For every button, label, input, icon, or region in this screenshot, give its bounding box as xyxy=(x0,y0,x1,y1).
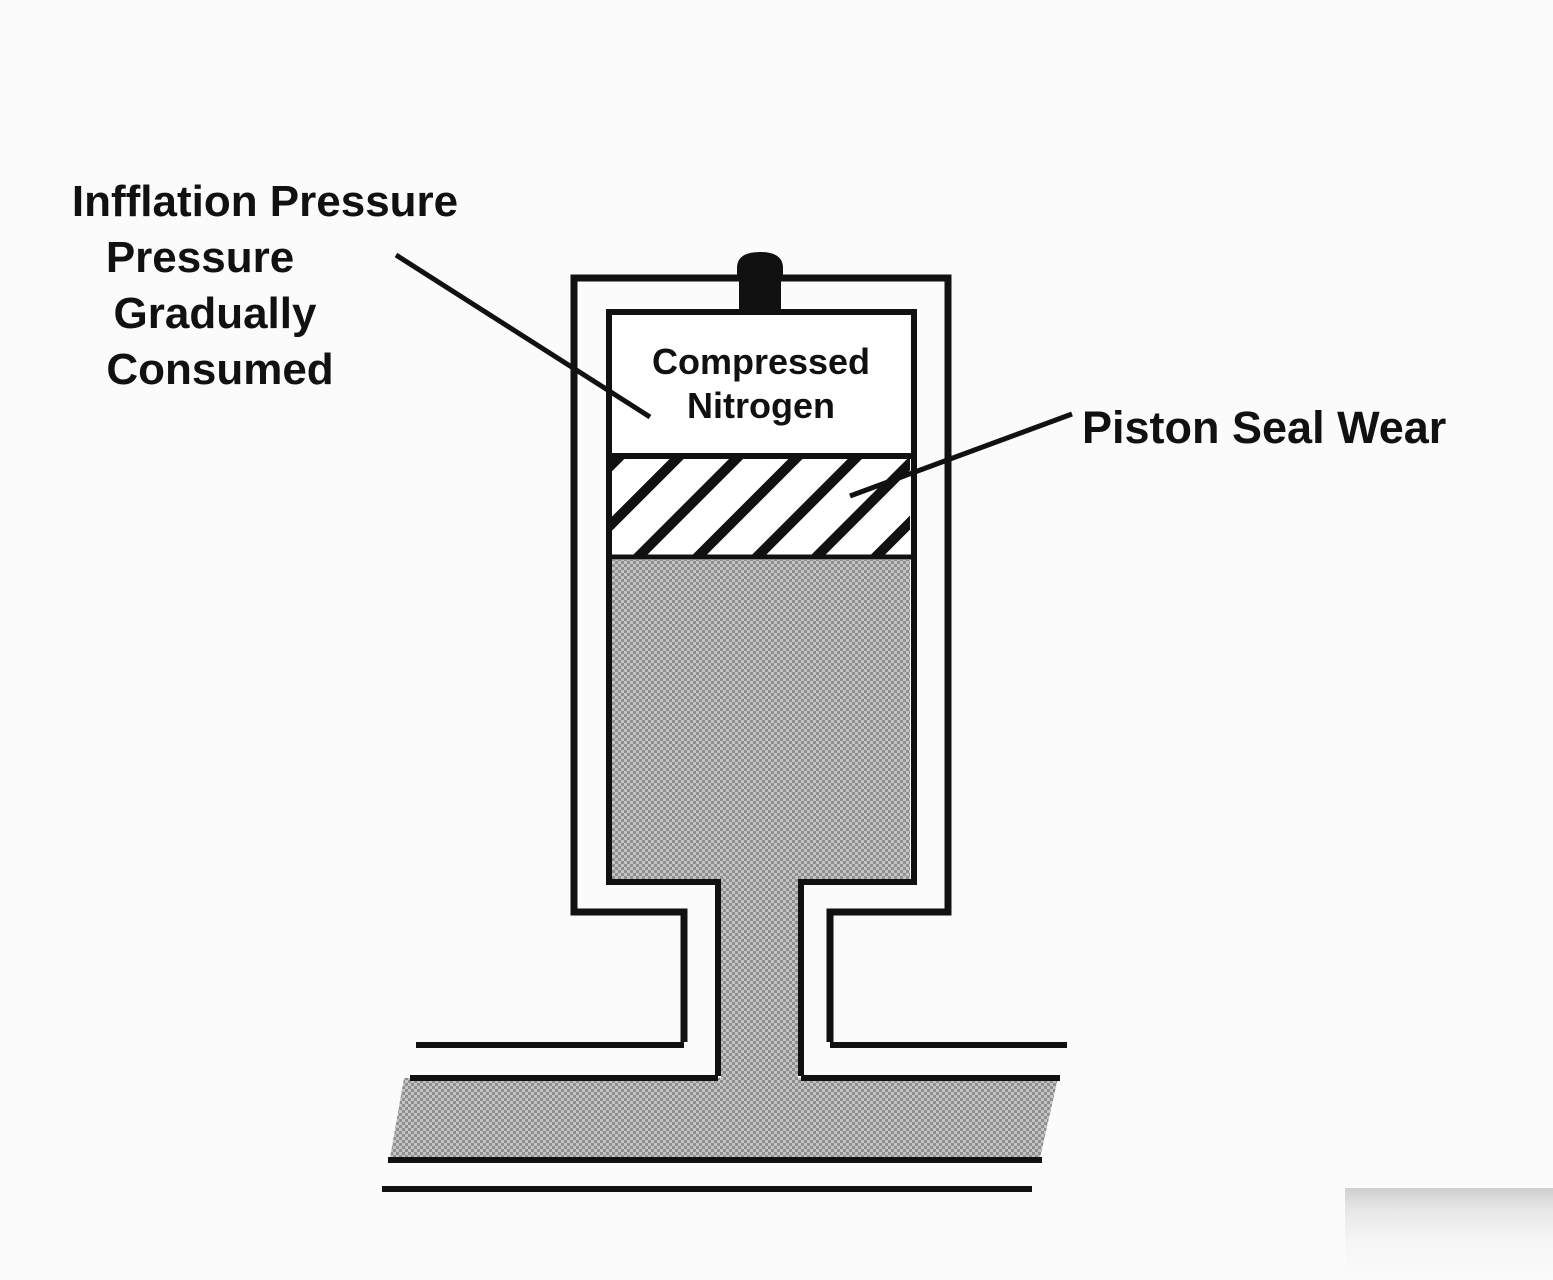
inflation-label-line-1: Infflation Pressure xyxy=(71,177,459,226)
piston-seal-wear-label: Piston Seal Wear xyxy=(1082,402,1447,453)
chamber-label-line-1: Compressed xyxy=(651,341,871,382)
inflation-pressure-label: Infflation Pressure Pressure Gradually C… xyxy=(40,174,490,398)
inflation-label-line-2: Pressure xyxy=(105,233,295,282)
outer-housing xyxy=(570,274,952,1042)
hydraulic-line xyxy=(382,1042,1067,1192)
inflation-label-line-4: Consumed xyxy=(106,345,334,394)
compressed-nitrogen-label: Compressed Nitrogen xyxy=(613,340,909,428)
inner-cylinder xyxy=(606,309,917,1076)
charging-valve xyxy=(737,252,783,312)
inflation-label-line-3: Gradually xyxy=(113,289,317,338)
hydraulic-fluid-cylinder xyxy=(612,560,910,1080)
corner-shadow xyxy=(1345,1188,1553,1280)
inflation-leader-line xyxy=(394,252,652,420)
seal-leader-line xyxy=(849,411,1073,499)
nitrogen-chamber xyxy=(612,315,910,455)
piston xyxy=(609,453,914,560)
chamber-label-line-2: Nitrogen xyxy=(687,385,835,426)
